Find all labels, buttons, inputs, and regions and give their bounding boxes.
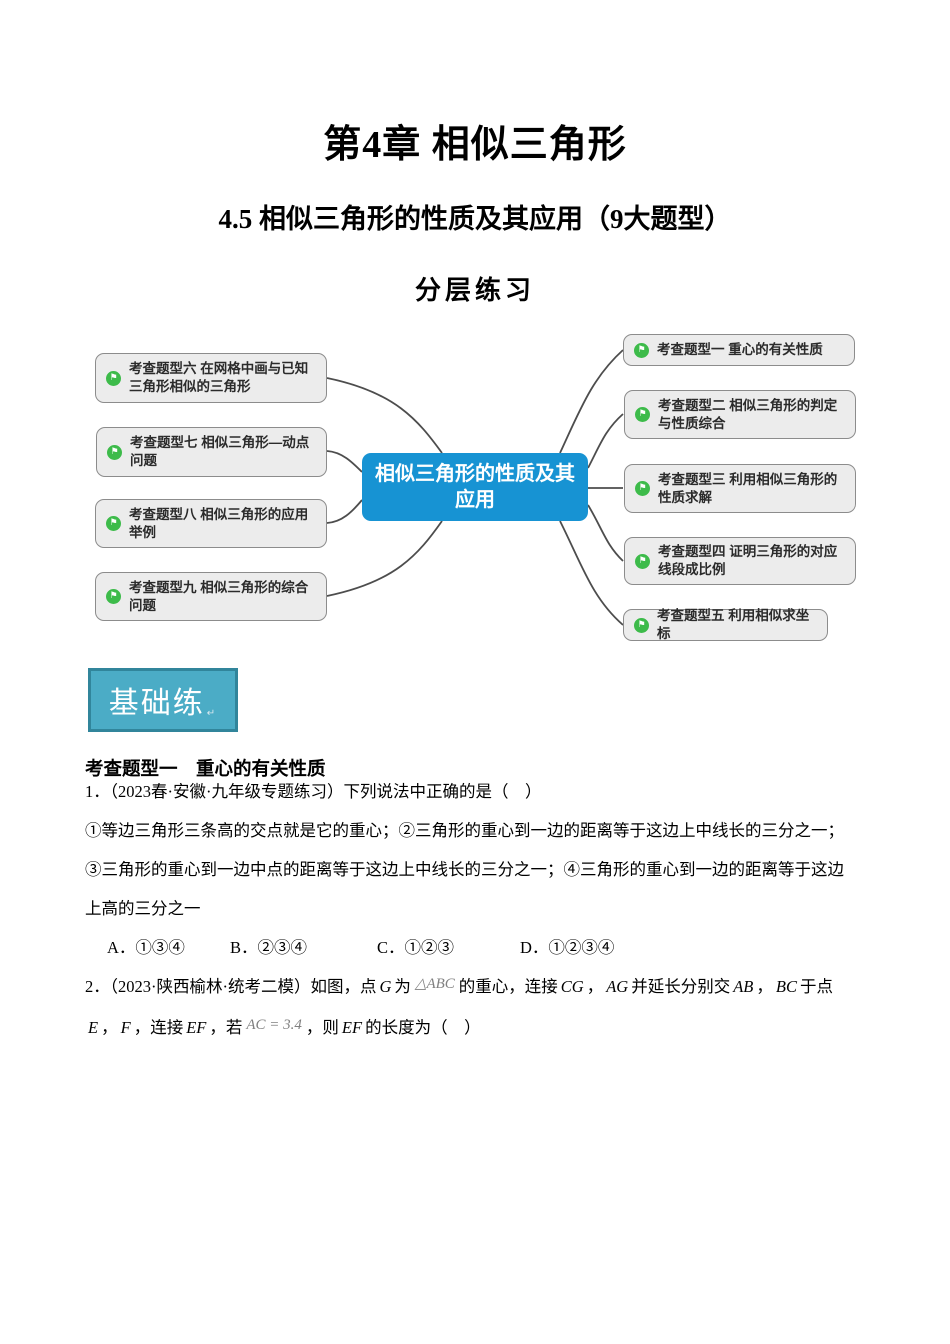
basic-practice-label: 基础练: [108, 687, 205, 720]
section-title: 4.5 相似三角形的性质及其应用（9大题型）: [218, 204, 732, 234]
mindmap-node-type7: ⚑ 考查题型七 相似三角形—动点问题: [96, 427, 327, 477]
flag-icon: ⚑: [106, 516, 121, 531]
option-d: D．①②③④: [520, 938, 615, 957]
mindmap-connectors: [326, 349, 624, 626]
question1-statements-line2: ③三角形的重心到一边中点的距离等于这边上中线长的三分之一；④三角形的重心到一边的…: [85, 860, 844, 879]
mindmap-node-label: 考查题型七 相似三角形—动点问题: [130, 435, 310, 468]
mindmap-node-label: 考查题型三 利用相似三角形的性质求解: [658, 471, 838, 505]
question1-statements-line3: 上高的三分之一: [85, 899, 201, 918]
exam-type-heading: 考查题型一 重心的有关性质: [85, 758, 326, 779]
option-a: A．①③④: [107, 938, 185, 957]
mindmap-node-type8: ⚑ 考查题型八 相似三角形的应用举例: [95, 499, 327, 548]
mindmap-node-type1: ⚑ 考查题型一 重心的有关性质: [623, 334, 855, 366]
mindmap-node-label: 考查题型六 在网格中画与已知三角形相似的三角形: [129, 361, 309, 394]
basic-practice-badge: 基础练 ↵: [88, 668, 238, 732]
chapter-title: 第4章 相似三角形: [323, 124, 627, 166]
flag-icon: ⚑: [635, 481, 650, 496]
question1-stem: 1．（2023春·安徽·九年级专题练习）下列说法中正确的是（ ）: [85, 782, 542, 801]
option-c: C．①②③: [377, 938, 455, 957]
mindmap-node-label: 考查题型二 相似三角形的判定与性质综合: [658, 397, 838, 431]
mindmap-node-label: 考查题型五 利用相似求坐标: [657, 608, 810, 641]
mindmap-node-type2: ⚑ 考查题型二 相似三角形的判定与性质综合: [624, 390, 856, 439]
mindmap-node-type3: ⚑ 考查题型三 利用相似三角形的性质求解: [624, 464, 856, 513]
mindmap-node-type4: ⚑ 考查题型四 证明三角形的对应线段成比例: [624, 537, 856, 585]
question1-statements-line1: ①等边三角形三条高的交点就是它的重心；②三角形的重心到一边的距离等于这边上中线长…: [85, 821, 844, 840]
option-b: B．②③④: [230, 938, 308, 957]
paragraph-mark: ↵: [206, 708, 218, 719]
practice-title: 分层练习: [414, 276, 535, 305]
mindmap-node-type9: ⚑ 考查题型九 相似三角形的综合问题: [95, 572, 327, 621]
flag-icon: ⚑: [635, 407, 650, 422]
flag-icon: ⚑: [106, 370, 121, 386]
mindmap-node-label: 考查题型九 相似三角形的综合问题: [129, 579, 309, 613]
question1-options: A．①③④ B．②③④ C．①②③ D．①②③④: [85, 928, 875, 967]
flag-icon: ⚑: [106, 589, 121, 604]
flag-icon: ⚑: [107, 444, 122, 460]
mindmap-node-label: 考查题型八 相似三角形的应用举例: [129, 506, 309, 540]
flag-icon: ⚑: [634, 342, 649, 358]
flag-icon: ⚑: [634, 617, 649, 633]
mindmap-node-label: 考查题型四 证明三角形的对应线段成比例: [658, 544, 838, 577]
flag-icon: ⚑: [635, 553, 650, 569]
mindmap-node-type5: ⚑ 考查题型五 利用相似求坐标: [623, 608, 828, 641]
mindmap-center-label: 相似三角形的性质及其应用: [375, 463, 575, 511]
mindmap-node-type6: ⚑ 考查题型六 在网格中画与已知三角形相似的三角形: [95, 353, 327, 403]
mindmap-center-node: 相似三角形的性质及其应用: [362, 453, 588, 521]
question-body: 1．（2023春·安徽·九年级专题练习）下列说法中正确的是（ ） ①等边三角形三…: [85, 772, 875, 1049]
mindmap-node-label: 考查题型一 重心的有关性质: [657, 342, 823, 357]
